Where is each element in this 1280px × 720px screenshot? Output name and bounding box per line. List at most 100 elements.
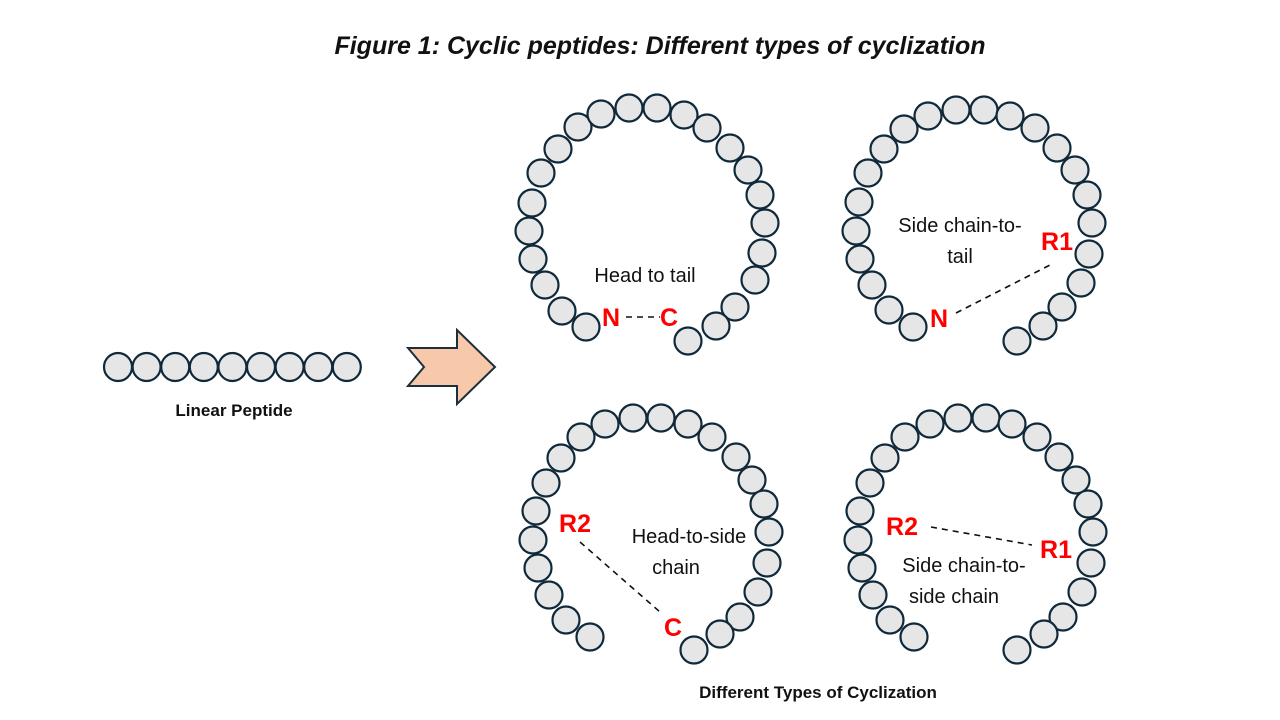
amino-acid-bead — [844, 187, 874, 217]
amino-acid-bead — [575, 622, 605, 652]
amino-acid-bead — [1072, 180, 1102, 210]
bond-link — [955, 264, 1051, 314]
amino-acid-bead — [551, 605, 581, 635]
amino-acid-bead — [874, 295, 904, 325]
cyclization-label: chain — [652, 557, 700, 579]
amino-acid-bead — [1074, 239, 1104, 269]
cyclization-label: Side chain-to- — [902, 555, 1025, 577]
amino-acid-bead — [102, 351, 134, 383]
amino-acid-bead — [847, 553, 877, 583]
amino-acid-bead — [1077, 208, 1107, 238]
amino-acid-bead — [692, 113, 722, 143]
amino-acid-bead — [1022, 422, 1052, 452]
c-terminus-label: C — [660, 304, 678, 332]
amino-acid-bead — [899, 622, 929, 652]
amino-acid-bead — [614, 93, 644, 123]
panel-side-chain-to-tail: Side chain-to- tail R1 N — [841, 95, 1107, 356]
amino-acid-bead — [521, 496, 551, 526]
panel-side-chain-to-side-chain: R2 R1 Side chain-to- side chain — [843, 403, 1108, 665]
n-terminus-label: N — [602, 304, 620, 332]
amino-acid-bead — [869, 134, 899, 164]
amino-acid-bead — [898, 312, 928, 342]
amino-acid-bead — [518, 525, 548, 555]
amino-acid-bead — [855, 468, 885, 498]
panel-head-to-side-chain: Head-to-side chain R2 C — [518, 403, 784, 665]
amino-acid-bead — [749, 489, 779, 519]
amino-acid-bead — [646, 403, 676, 433]
amino-acid-bead — [217, 351, 248, 383]
figure-title: Figure 1: Cyclic peptides: Different typ… — [334, 32, 985, 60]
amino-acid-bead — [750, 208, 780, 238]
cyclization-label: side chain — [909, 586, 999, 608]
amino-acid-bead — [1002, 326, 1032, 356]
amino-acid-bead — [1029, 619, 1059, 649]
amino-acid-bead — [697, 422, 727, 452]
amino-acid-bead — [669, 100, 699, 130]
amino-acid-bead — [705, 619, 735, 649]
amino-acid-bead — [720, 292, 750, 322]
panel-head-to-tail: Head to tail N C — [514, 93, 780, 356]
amino-acid-bead — [1048, 602, 1078, 632]
cyclization-types-caption: Different Types of Cyclization — [699, 683, 937, 702]
amino-acid-bead — [1002, 635, 1032, 665]
amino-acid-bead — [673, 409, 703, 439]
amino-acid-bead — [1076, 548, 1106, 578]
amino-acid-bead — [331, 351, 362, 383]
amino-acid-bead — [571, 312, 601, 342]
cyclic-peptide-ring — [841, 95, 1107, 356]
amino-acid-bead — [743, 577, 773, 607]
amino-acid-bead — [941, 95, 971, 125]
amino-acid-bead — [523, 553, 553, 583]
amino-acid-bead — [160, 351, 191, 383]
amino-acid-bead — [1028, 311, 1058, 341]
amino-acid-bead — [303, 351, 334, 383]
amino-acid-bead — [853, 158, 883, 188]
amino-acid-bead — [1020, 113, 1050, 143]
amino-acid-bead — [1073, 489, 1103, 519]
amino-acid-bead — [673, 326, 703, 356]
amino-acid-bead — [857, 270, 887, 300]
amino-acid-bead — [841, 216, 871, 246]
amino-acid-bead — [618, 403, 648, 433]
cyclization-label: Side chain-to- — [898, 215, 1021, 237]
n-terminus-label: N — [930, 305, 948, 333]
r1-side-chain-label: R1 — [1041, 228, 1073, 256]
amino-acid-bead — [889, 114, 919, 144]
amino-acid-bead — [1067, 577, 1097, 607]
amino-acid-bead — [875, 605, 905, 635]
linear-peptide — [102, 351, 362, 383]
bond-link — [930, 526, 1033, 546]
amino-acid-bead — [740, 265, 770, 295]
cyclic-peptide-ring — [843, 403, 1108, 665]
amino-acid-bead — [679, 635, 709, 665]
amino-acid-bead — [845, 244, 875, 274]
amino-acid-bead — [563, 112, 593, 142]
r2-side-chain-label: R2 — [886, 513, 918, 541]
amino-acid-bead — [715, 133, 745, 163]
arrow-icon — [405, 327, 497, 407]
r1-side-chain-label: R1 — [1040, 536, 1072, 564]
amino-acid-bead — [843, 525, 873, 555]
amino-acid-bead — [1044, 442, 1074, 472]
amino-acid-bead — [1060, 155, 1090, 185]
amino-acid-bead — [131, 351, 162, 383]
cyclization-label: tail — [947, 246, 973, 268]
amino-acid-bead — [870, 443, 900, 473]
amino-acid-bead — [1061, 465, 1091, 495]
bond-link — [579, 541, 661, 613]
amino-acid-bead — [514, 216, 544, 246]
linear-peptide-caption: Linear Peptide — [175, 401, 292, 420]
amino-acid-bead — [721, 442, 751, 472]
c-terminus-label: C — [664, 614, 682, 642]
amino-acid-bead — [1066, 268, 1096, 298]
amino-acid-bead — [274, 351, 305, 383]
amino-acid-bead — [546, 443, 576, 473]
amino-acid-bead — [1042, 133, 1072, 163]
amino-acid-bead — [725, 602, 755, 632]
amino-acid-bead — [969, 95, 999, 125]
amino-acid-bead — [915, 409, 945, 439]
amino-acid-bead — [745, 180, 775, 210]
amino-acid-bead — [890, 422, 920, 452]
amino-acid-bead — [737, 465, 767, 495]
